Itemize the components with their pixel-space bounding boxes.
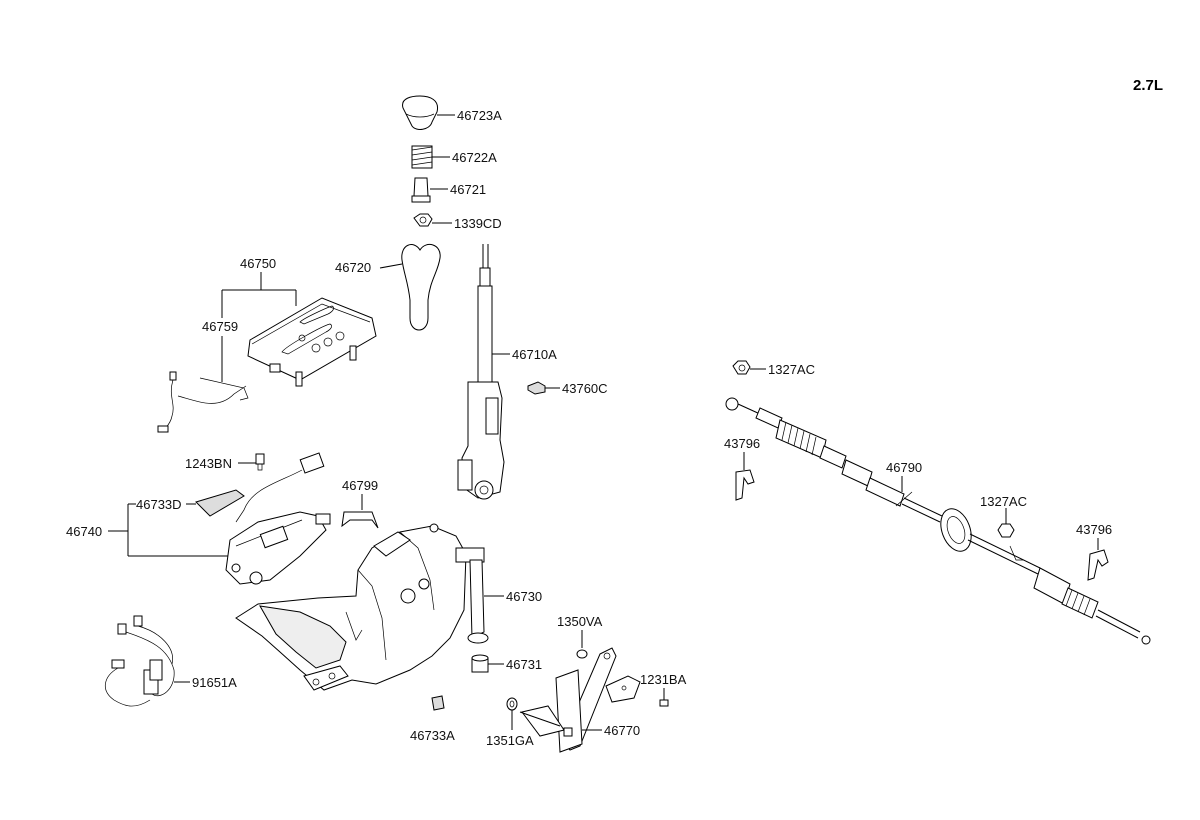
stopper-46733a[interactable] bbox=[431, 695, 445, 711]
part-label-cable-nut-1: 1327AC bbox=[768, 362, 815, 377]
engine-variant-label: 2.7L bbox=[1133, 77, 1163, 94]
lever-clip[interactable] bbox=[527, 381, 560, 395]
solenoid-assembly[interactable] bbox=[225, 452, 331, 585]
bolt-1243[interactable] bbox=[238, 453, 265, 471]
indicator-wire-harness[interactable] bbox=[157, 371, 249, 433]
part-label-washer-1350: 1350VA bbox=[557, 614, 603, 629]
detent-plate[interactable] bbox=[605, 675, 641, 703]
indicator-leader bbox=[221, 272, 297, 382]
part-label-spring: 46722A bbox=[452, 150, 497, 165]
top-nut[interactable] bbox=[413, 213, 452, 227]
part-label-base: 46730 bbox=[506, 589, 542, 604]
part-label-top-nut: 1339CD bbox=[454, 216, 502, 231]
part-label-retainer: 46799 bbox=[342, 478, 378, 493]
cable-clip-left[interactable] bbox=[735, 452, 755, 501]
part-label-bushing: 46731 bbox=[506, 657, 542, 672]
part-label-clip-right: 43796 bbox=[1076, 522, 1112, 537]
shift-indicator-panel[interactable] bbox=[247, 297, 377, 387]
part-label-lever: 46710A bbox=[512, 347, 557, 362]
knob-spring[interactable] bbox=[411, 145, 450, 169]
wiring-harness[interactable] bbox=[105, 615, 190, 707]
part-label-knob-pin: 46721 bbox=[450, 182, 486, 197]
shift-lever[interactable] bbox=[457, 244, 510, 500]
part-label-bolt-1243: 1243BN bbox=[185, 456, 232, 471]
part-label-bracket-46733d: 46733D bbox=[136, 497, 182, 512]
bolt-1231[interactable] bbox=[659, 688, 669, 707]
part-label-bolt-1231: 1231BA bbox=[640, 672, 687, 687]
solenoid-leader bbox=[108, 503, 238, 557]
part-label-cable: 46790 bbox=[886, 460, 922, 475]
cable-clip-right[interactable] bbox=[1087, 538, 1109, 581]
base-bushing[interactable] bbox=[471, 654, 504, 673]
shift-lever-base[interactable] bbox=[235, 523, 504, 691]
part-label-knob: 46723A bbox=[457, 108, 502, 123]
washer-1350[interactable] bbox=[576, 630, 588, 659]
part-label-solenoid-assy: 46740 bbox=[66, 524, 102, 539]
detent-lever-assembly[interactable] bbox=[519, 647, 617, 753]
part-label-indicator: 46750 bbox=[240, 256, 276, 271]
retainer-clip[interactable] bbox=[341, 494, 379, 529]
part-label-cable-nut-2: 1327AC bbox=[980, 494, 1027, 509]
part-label-lever-clip: 43760C bbox=[562, 381, 608, 396]
part-label-boot: 46720 bbox=[335, 260, 371, 275]
part-label-harness: 91651A bbox=[192, 675, 237, 690]
bracket-46733d[interactable] bbox=[186, 489, 245, 517]
knob-pin[interactable] bbox=[411, 177, 448, 203]
shift-knob[interactable] bbox=[402, 95, 455, 130]
part-label-stopper: 46733A bbox=[410, 728, 455, 743]
cable-nut-1[interactable] bbox=[732, 360, 766, 375]
part-label-detent: 46770 bbox=[604, 723, 640, 738]
cable-nut-2[interactable] bbox=[997, 508, 1015, 538]
part-label-indicator-wire: 46759 bbox=[202, 319, 238, 334]
shift-boot[interactable] bbox=[379, 243, 441, 331]
part-label-clip-left: 43796 bbox=[724, 436, 760, 451]
shift-cable[interactable] bbox=[725, 397, 1151, 645]
washer-1351[interactable] bbox=[506, 697, 518, 730]
part-label-washer-1351: 1351GA bbox=[486, 733, 534, 748]
